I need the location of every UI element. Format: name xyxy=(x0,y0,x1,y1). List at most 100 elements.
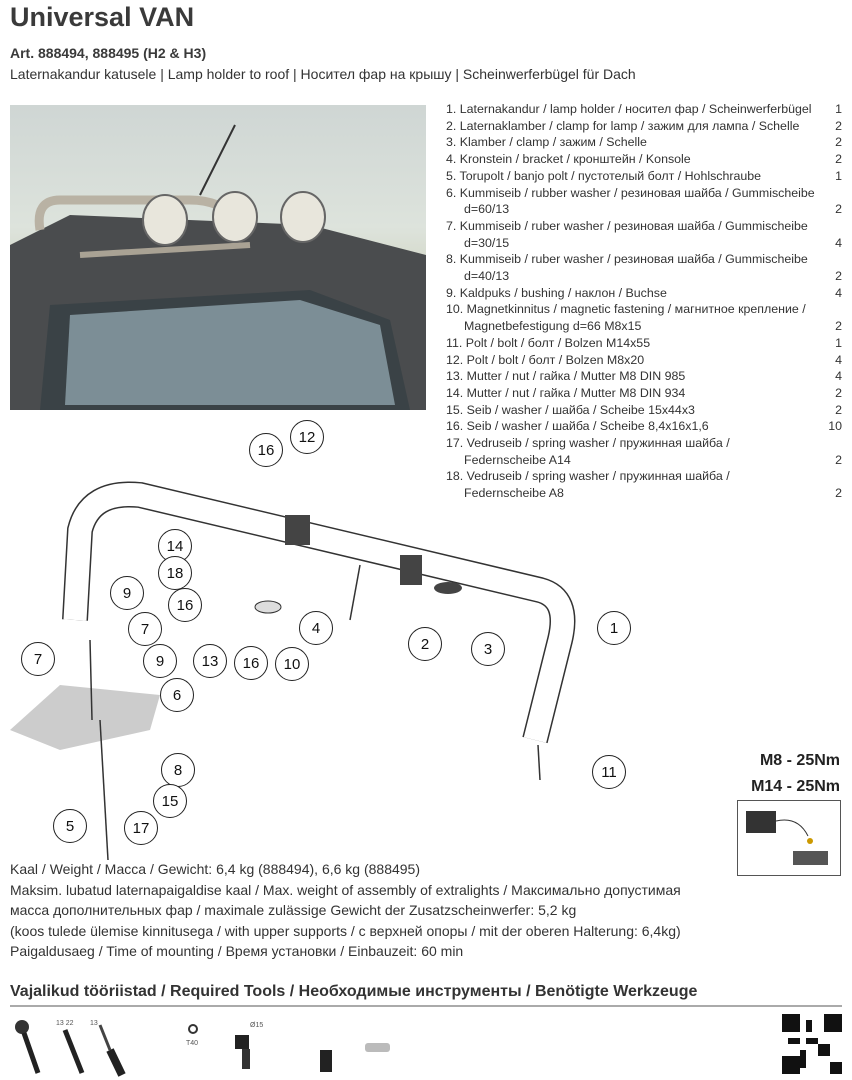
part-qty: 2 xyxy=(835,486,842,501)
part-row: 5. Torupolt / banjo polt / пустотелый бо… xyxy=(446,168,842,185)
part-text: 13. Mutter / nut / гайка / Mutter M8 DIN… xyxy=(446,369,686,384)
part-text: 12. Polt / bolt / болт / Bolzen M8x20 xyxy=(446,352,645,367)
article-number: Art. 888494, 888495 (H2 & H3) xyxy=(10,45,207,61)
torque-m8: M8 - 25Nm xyxy=(759,752,840,769)
part-qty: 1 xyxy=(835,335,842,350)
specifications: Kaal / Weight / Масса / Gewicht: 6,4 kg … xyxy=(10,859,681,962)
callout-9: 9 xyxy=(143,644,177,678)
part-row: 1. Laternakandur / lamp holder / носител… xyxy=(446,101,842,118)
part-row: 11. Polt / bolt / болт / Bolzen M14x55 1 xyxy=(446,335,842,352)
part-text: 1. Laternakandur / lamp holder / носител… xyxy=(446,102,812,116)
callout-7: 7 xyxy=(128,612,162,646)
part-text: 7. Kummiseib / ruber washer / резиновая … xyxy=(446,218,808,250)
part-qty: 2 xyxy=(835,452,842,467)
part-text: 14. Mutter / nut / гайка / Mutter M8 DIN… xyxy=(446,385,686,400)
torque-specs: M8 - 25Nm M14 - 25Nm xyxy=(751,748,840,800)
part-qty: 10 xyxy=(828,419,842,434)
callout-3: 3 xyxy=(471,632,505,666)
part-row: 17. Vedruseib / spring washer / пружинна… xyxy=(446,435,842,468)
part-row: 15. Seib / washer / шайба / Scheibe 15x4… xyxy=(446,402,842,419)
callout-13: 13 xyxy=(193,644,227,678)
callout-16: 16 xyxy=(249,433,283,467)
part-text: 2. Laternaklamber / clamp for lamp / заж… xyxy=(446,118,800,133)
part-row: 16. Seib / washer / шайба / Scheibe 8,4x… xyxy=(446,418,842,435)
callout-8: 8 xyxy=(161,753,195,787)
part-qty: 2 xyxy=(835,319,842,334)
part-text: 5. Torupolt / banjo polt / пустотелый бо… xyxy=(446,168,762,183)
part-qty: 1 xyxy=(835,102,842,116)
part-row: 13. Mutter / nut / гайка / Mutter M8 DIN… xyxy=(446,368,842,385)
subtitle: Laternakandur katusele | Lamp holder to … xyxy=(10,66,636,82)
upper-support-line: (koos tulede ülemise kinnitusega / with … xyxy=(10,922,681,939)
callout-16: 16 xyxy=(234,646,268,680)
product-photo xyxy=(10,105,426,410)
part-qty: 2 xyxy=(835,118,842,133)
part-qty: 4 xyxy=(835,235,842,250)
max-weight-line-2: масса дополнительных фар / maximale zulä… xyxy=(10,902,577,918)
part-text: 8. Kummiseib / ruber washer / резиновая … xyxy=(446,252,808,284)
callout-9: 9 xyxy=(110,576,144,610)
callout-10: 10 xyxy=(275,647,309,681)
part-row: 10. Magnetkinnitus / magnetic fastening … xyxy=(446,301,842,334)
torque-illustration xyxy=(737,800,841,876)
part-text: 6. Kummiseib / rubber washer / резиновая… xyxy=(446,185,815,217)
part-text: 4. Kronstein / bracket / кронштейн / Kon… xyxy=(446,152,691,167)
part-qty: 2 xyxy=(835,385,842,400)
callout-17: 17 xyxy=(124,811,158,845)
page-title: Universal VAN xyxy=(10,2,195,32)
wrench-size-label: 13 xyxy=(90,1020,98,1027)
callout-15: 15 xyxy=(153,784,187,818)
max-weight-line: Maksim. lubatud laternapaigaldise kaal /… xyxy=(10,881,681,898)
part-row: 2. Laternaklamber / clamp for lamp / заж… xyxy=(446,118,842,135)
part-text: 15. Seib / washer / шайба / Scheibe 15x4… xyxy=(446,402,695,417)
callout-7: 7 xyxy=(21,642,55,676)
divider xyxy=(10,1005,842,1007)
part-qty: 2 xyxy=(835,402,842,417)
part-qty: 4 xyxy=(835,285,842,300)
part-row: 7. Kummiseib / ruber washer / резиновая … xyxy=(446,218,842,251)
callout-5: 5 xyxy=(53,809,87,843)
part-text: 17. Vedruseib / spring washer / пружинна… xyxy=(446,436,730,467)
tools-heading: Vajalikud tööriistad / Required Tools / … xyxy=(10,983,698,1000)
open-wrench-icon xyxy=(62,1029,85,1074)
socket-wrench-icon xyxy=(15,1020,41,1074)
exploded-diagram xyxy=(10,481,576,861)
mounting-time-line: Paigaldusaeg / Time of mounting / Время … xyxy=(10,943,464,959)
callout-6: 6 xyxy=(160,678,194,712)
callout-4: 4 xyxy=(299,611,333,645)
callout-1: 1 xyxy=(597,611,631,645)
part-row: 6. Kummiseib / rubber washer / резиновая… xyxy=(446,185,842,218)
callout-11: 11 xyxy=(592,755,626,789)
part-row: 4. Kronstein / bracket / кронштейн / Kon… xyxy=(446,151,842,168)
torx-bit-icon xyxy=(188,1024,198,1034)
callout-12: 12 xyxy=(290,420,324,454)
tool-icons xyxy=(15,1020,390,1077)
part-qty: 2 xyxy=(835,202,842,217)
part-row: 18. Vedruseib / spring washer / пружинна… xyxy=(446,468,842,501)
drill-icon xyxy=(235,1035,250,1069)
part-text: 11. Polt / bolt / болт / Bolzen M14x55 xyxy=(446,335,651,350)
part-text: 18. Vedruseib / spring washer / пружинна… xyxy=(446,469,730,501)
torque-m14: M14 - 25Nm xyxy=(751,778,840,795)
socket-size-label: 13 22 xyxy=(56,1020,74,1027)
spray-can-icon xyxy=(320,1050,332,1072)
callout-2: 2 xyxy=(408,627,442,661)
part-qty: 2 xyxy=(835,269,842,284)
part-qty: 2 xyxy=(835,152,842,167)
part-qty: 1 xyxy=(835,168,842,183)
qr-code xyxy=(782,1014,842,1074)
screwdriver-icon xyxy=(98,1024,126,1077)
torx-size-label: T40 xyxy=(186,1040,199,1047)
drill-size-label: Ø15 xyxy=(250,1022,264,1029)
glue-tube-icon xyxy=(365,1043,390,1052)
callout-18: 18 xyxy=(158,556,192,590)
part-row: 8. Kummiseib / ruber washer / резиновая … xyxy=(446,251,842,284)
part-text: 16. Seib / washer / шайба / Scheibe 8,4x… xyxy=(446,419,709,434)
part-qty: 2 xyxy=(835,135,842,150)
weight-line: Kaal / Weight / Масса / Gewicht: 6,4 kg … xyxy=(10,861,421,877)
part-qty: 4 xyxy=(835,352,842,367)
parts-list: 1. Laternakandur / lamp holder / носител… xyxy=(446,101,842,502)
callout-16: 16 xyxy=(168,588,202,622)
